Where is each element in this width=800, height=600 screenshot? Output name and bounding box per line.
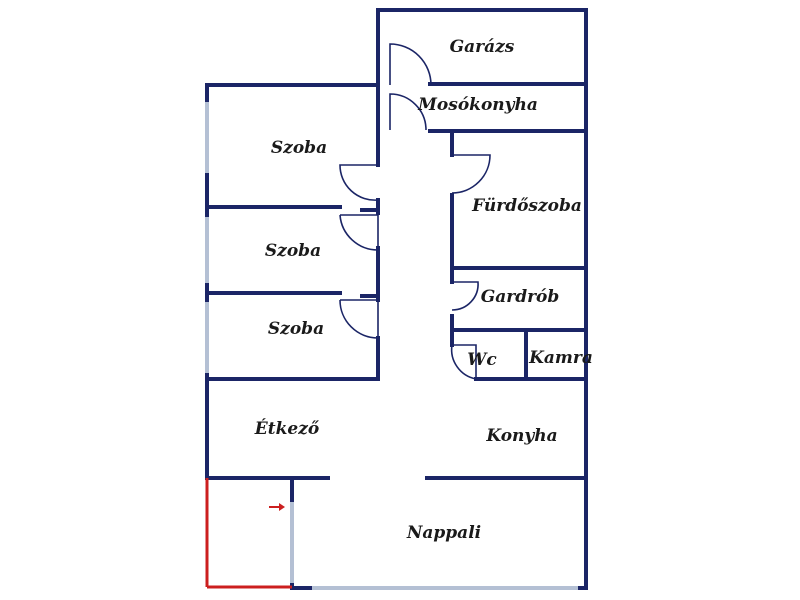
walls	[205, 8, 588, 590]
room-label-wc: Wc	[467, 350, 497, 370]
doors	[339, 43, 491, 380]
windows	[205, 100, 580, 590]
room-label-furdoszoba: Fürdőszoba	[471, 196, 582, 216]
room-label-mosokonyha: Mosókonyha	[417, 95, 538, 115]
room-label-kamra: Kamra	[528, 348, 593, 368]
room-label-etkezo: Étkező	[254, 418, 320, 439]
room-label-nappali: Nappali	[406, 523, 481, 543]
entrance-arrow-icon	[269, 503, 285, 511]
room-label-garazs: Garázs	[450, 37, 515, 57]
room-label-konyha: Konyha	[485, 426, 557, 446]
entrance	[205, 478, 292, 589]
room-label-szoba-1: Szoba	[271, 138, 327, 158]
room-label-gardrob: Gardrób	[481, 287, 560, 307]
room-labels: Garázs Mosókonyha Szoba Szoba Szoba Fürd…	[254, 37, 593, 543]
room-label-szoba-2: Szoba	[265, 241, 321, 261]
room-label-szoba-3: Szoba	[268, 319, 324, 339]
